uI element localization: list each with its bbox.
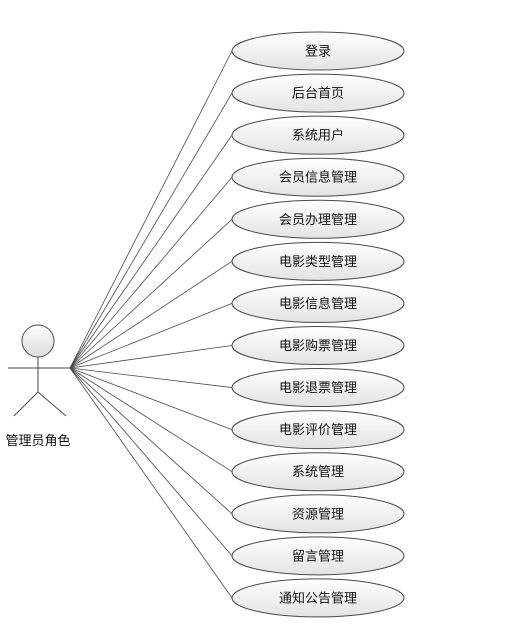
use-case: 通知公告管理 — [231, 578, 405, 618]
use-case-label: 后台首页 — [292, 87, 344, 102]
use-case-label: 电影评价管理 — [279, 423, 357, 438]
use-case-label: 系统用户 — [292, 128, 344, 144]
association-line — [69, 345, 233, 369]
use-case-label: 会员信息管理 — [279, 170, 357, 186]
use-case: 资源管理 — [231, 494, 405, 534]
use-case-ellipse — [231, 157, 405, 197]
use-case-ellipse — [231, 452, 405, 492]
use-case: 后台首页 — [231, 73, 405, 113]
use-case-label: 通知公告管理 — [279, 590, 357, 606]
actor-left-leg — [13, 391, 39, 417]
use-case-label: 登录 — [305, 45, 331, 60]
association-line — [69, 367, 233, 388]
use-case-ellipse — [231, 283, 405, 323]
association-line — [69, 218, 233, 369]
use-case-ellipse — [231, 325, 405, 365]
association-line — [69, 367, 233, 473]
use-case-ellipse — [231, 494, 405, 534]
association-line — [69, 134, 233, 369]
association-line — [69, 367, 233, 557]
association-line — [69, 303, 233, 369]
use-case: 电影退票管理 — [231, 368, 405, 408]
use-case-ellipse — [231, 115, 405, 155]
use-case-label: 电影类型管理 — [279, 255, 357, 270]
use-case-ellipse — [231, 73, 405, 113]
actor-head — [21, 324, 55, 358]
use-case: 电影类型管理 — [231, 241, 405, 281]
use-case-ellipse — [231, 241, 405, 281]
use-case-label: 会员办理管理 — [279, 213, 357, 228]
use-case-ellipse — [231, 578, 405, 618]
use-case: 系统用户 — [231, 115, 405, 155]
use-case-label: 资源管理 — [292, 507, 344, 522]
use-case-list: 登录后台首页系统用户会员信息管理会员办理管理电影类型管理电影信息管理电影购票管理… — [231, 31, 405, 618]
use-case-ellipse — [231, 31, 405, 71]
association-lines — [69, 50, 233, 599]
actor-figure: 管理员角色 — [5, 324, 71, 449]
use-case: 电影信息管理 — [231, 283, 405, 323]
actor-right-leg — [37, 391, 67, 417]
association-line — [69, 367, 233, 431]
use-case-label: 系统管理 — [292, 465, 344, 480]
use-case-ellipse — [231, 199, 405, 239]
use-case: 会员办理管理 — [231, 199, 405, 239]
use-case-label: 电影购票管理 — [279, 338, 357, 354]
association-line — [69, 50, 233, 369]
use-case-label: 电影退票管理 — [279, 381, 357, 396]
association-line — [69, 92, 233, 369]
use-case-label: 留言管理 — [292, 549, 344, 564]
use-case: 系统管理 — [231, 452, 405, 492]
use-case: 会员信息管理 — [231, 157, 405, 197]
use-case-ellipse — [231, 368, 405, 408]
use-case: 登录 — [231, 31, 405, 71]
use-case-ellipse — [231, 410, 405, 450]
use-case: 留言管理 — [231, 536, 405, 576]
association-line — [69, 176, 233, 369]
association-line — [69, 261, 233, 369]
use-case-ellipse — [231, 536, 405, 576]
use-case-label: 电影信息管理 — [279, 296, 357, 312]
actor-label: 管理员角色 — [5, 433, 70, 449]
use-case: 电影购票管理 — [231, 325, 405, 365]
association-line — [69, 367, 233, 515]
association-line — [69, 367, 233, 599]
use-case: 电影评价管理 — [231, 410, 405, 450]
